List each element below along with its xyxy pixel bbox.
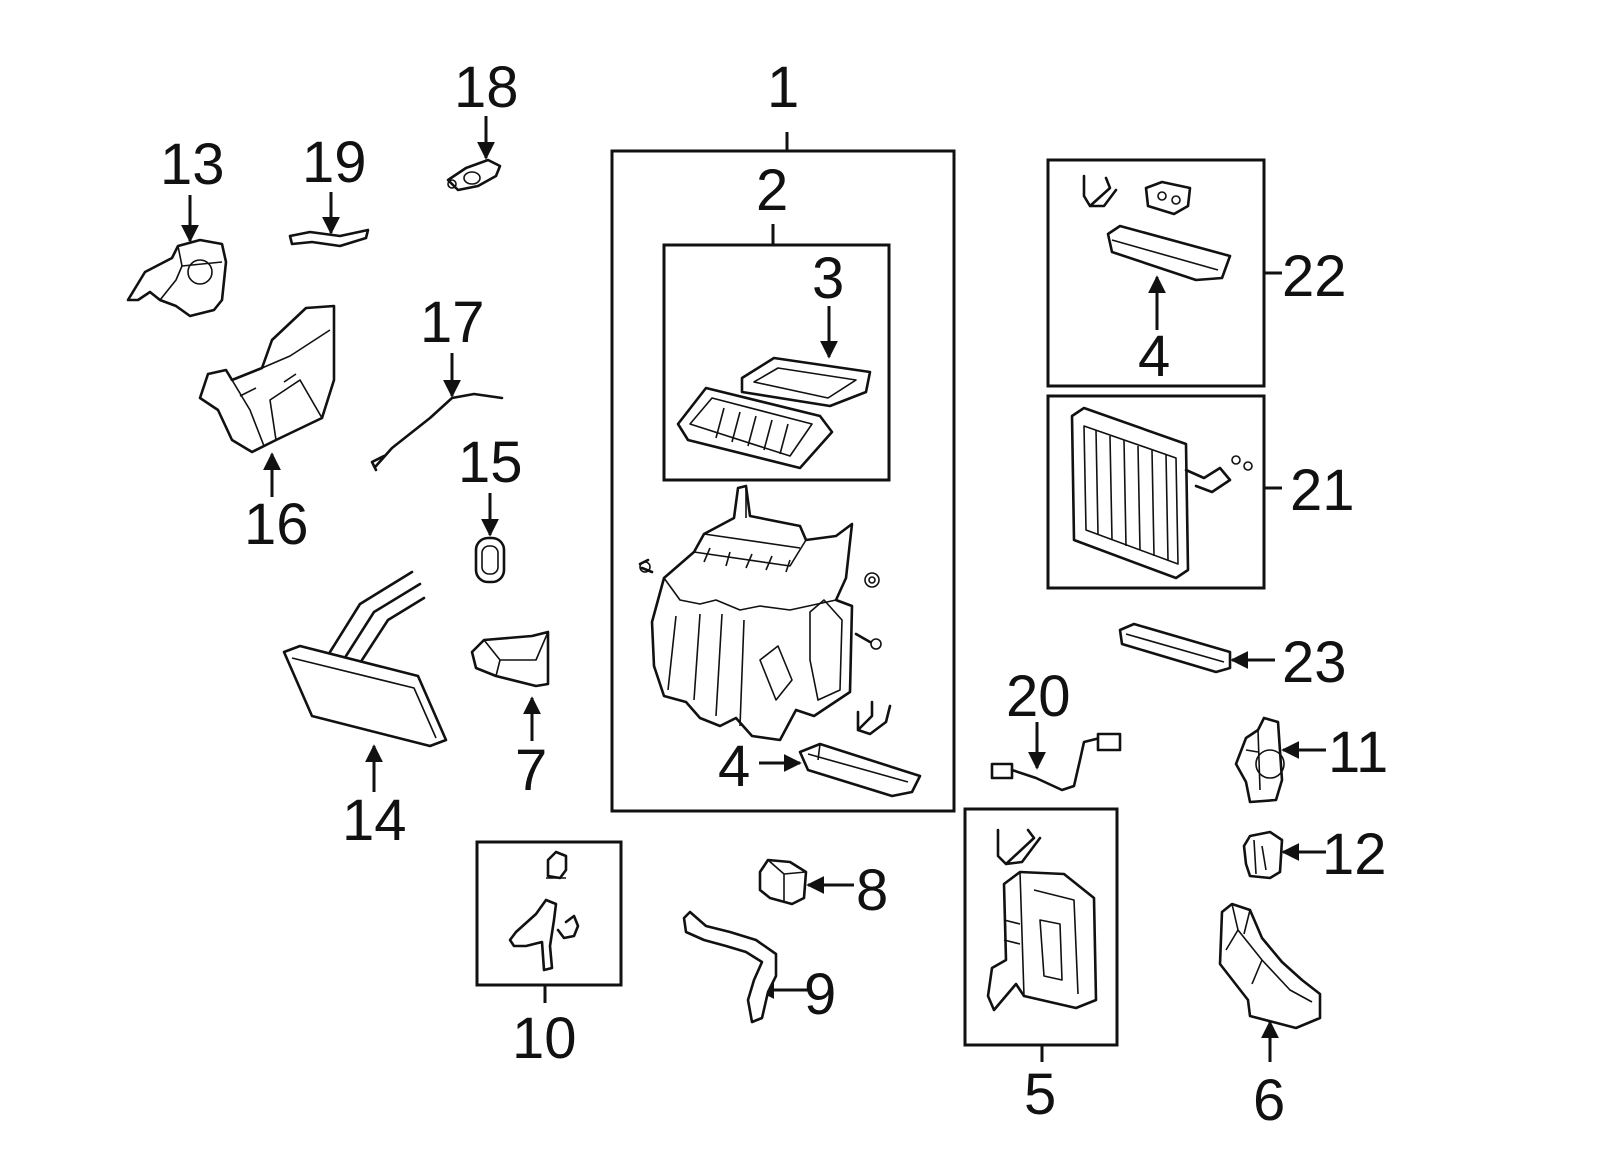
callout-5: 5 xyxy=(1024,1062,1056,1127)
box-filter-2 xyxy=(662,243,891,482)
part-10-kit-contents xyxy=(508,850,580,972)
callout-9: 9 xyxy=(804,962,836,1027)
callout-3: 3 xyxy=(812,246,844,311)
callout-20: 20 xyxy=(1006,664,1071,729)
part-22-kit-contents xyxy=(1082,174,1232,282)
part-8-connector xyxy=(758,858,808,906)
callout-12: 12 xyxy=(1322,822,1387,887)
part-5-case-contents xyxy=(986,828,1098,1012)
part-11-actuator xyxy=(1234,716,1285,804)
part-21-evaporator xyxy=(1070,406,1253,580)
callout-22: 22 xyxy=(1282,244,1347,309)
part-6-duct xyxy=(1218,902,1322,1030)
callout-18: 18 xyxy=(454,55,519,120)
part-1-hvac-housing xyxy=(638,484,892,742)
callout-6: 6 xyxy=(1253,1068,1285,1133)
callout-17: 17 xyxy=(420,290,485,355)
part-4-tray-assembly xyxy=(798,742,922,798)
part-18-sensor xyxy=(446,158,502,192)
callout-11: 11 xyxy=(1328,720,1388,785)
callout-23: 23 xyxy=(1282,630,1347,695)
part-9-hose xyxy=(682,910,778,1024)
part-3-filter xyxy=(740,356,872,408)
part-19-strap xyxy=(288,228,370,248)
part-15-grommet xyxy=(474,536,506,584)
callout-7: 7 xyxy=(515,738,547,803)
callout-4-kit: 4 xyxy=(1138,324,1170,389)
part-14-heater-core xyxy=(282,570,448,748)
part-23-tray xyxy=(1118,622,1232,674)
part-12-actuator xyxy=(1242,830,1284,880)
callout-21: 21 xyxy=(1290,458,1355,523)
part-13-actuator xyxy=(126,238,228,318)
callout-19: 19 xyxy=(302,130,367,195)
callout-1: 1 xyxy=(767,55,799,120)
callout-10: 10 xyxy=(512,1006,577,1071)
callout-8: 8 xyxy=(856,858,888,923)
box-evaporator-21 xyxy=(1046,394,1266,590)
callout-15: 15 xyxy=(458,430,523,495)
box-assembly-1 xyxy=(610,149,956,813)
callout-16: 16 xyxy=(244,492,309,557)
part-17-cable xyxy=(370,392,504,472)
box-kit-10 xyxy=(475,840,623,987)
part-2-filter-frame xyxy=(676,386,834,470)
part-20-harness xyxy=(990,732,1122,792)
callout-13: 13 xyxy=(160,132,225,197)
callout-14: 14 xyxy=(342,788,407,853)
callout-2: 2 xyxy=(756,158,788,223)
part-7-duct xyxy=(470,630,550,688)
part-16-duct xyxy=(198,304,336,454)
callout-4-assembly: 4 xyxy=(718,734,750,799)
